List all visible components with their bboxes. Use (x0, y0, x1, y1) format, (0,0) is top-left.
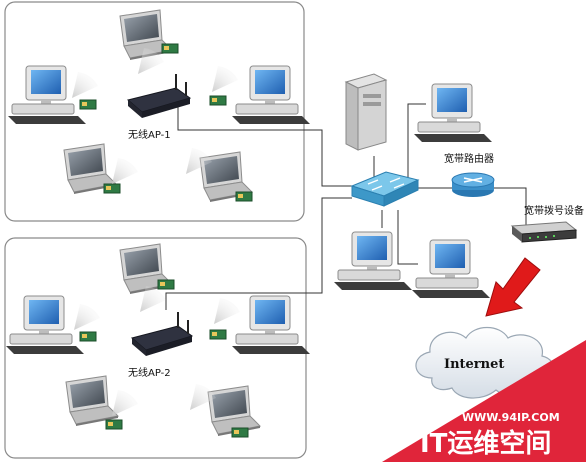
wireless-ap-2-device (130, 312, 194, 356)
wireless-zone-1-box (4, 1, 305, 222)
card-zone1-top (161, 43, 179, 54)
card-zone1-right (209, 95, 227, 106)
ap1-label: 无线AP-1 (128, 128, 171, 141)
watermark-logo: WWW.94IP.COM IT运维空间 (382, 340, 586, 462)
desktop-zone2-right (231, 295, 311, 355)
router-label: 宽带路由器 (444, 152, 494, 165)
desktop-core-top-right (413, 83, 493, 143)
card-zone1-left (79, 99, 97, 110)
watermark-url: WWW.94IP.COM (462, 411, 560, 424)
card-zone2-bottom-left (105, 419, 123, 430)
card-zone2-left (79, 331, 97, 342)
signal-zone2-left (74, 304, 100, 330)
signal-zone2-bottom-left (112, 390, 138, 416)
server-tower (344, 73, 388, 151)
signal-zone1-right (212, 66, 238, 92)
desktop-zone2-left (5, 295, 85, 355)
dialer-label: 宽带拨号设备 (524, 204, 584, 217)
red-arrow-icon (485, 257, 541, 317)
wireless-zone-2-box (4, 237, 307, 459)
card-zone2-bottom-right (231, 427, 249, 438)
card-zone2-right (209, 329, 227, 340)
broadband-router (451, 172, 495, 197)
desktop-zone1-right (231, 65, 311, 125)
signal-zone1-left (72, 72, 98, 98)
card-zone2-top (157, 279, 175, 290)
network-switch (350, 171, 420, 207)
card-zone1-bottom-right (235, 191, 253, 202)
ap2-label: 无线AP-2 (128, 366, 171, 379)
desktop-core-bottom-right (411, 239, 491, 299)
desktop-core-bottom-left (333, 231, 413, 291)
card-zone1-bottom-left (103, 183, 121, 194)
network-links (165, 103, 527, 310)
signal-zone2-right (214, 298, 240, 324)
laptop-zone2-bottom-left (65, 375, 119, 427)
signal-zone1-bottom-left (112, 158, 138, 184)
wireless-ap-1-device (126, 74, 192, 118)
watermark-brand: IT运维空间 (420, 428, 551, 459)
internet-label: Internet (444, 357, 504, 372)
dialup-modem (510, 221, 578, 243)
